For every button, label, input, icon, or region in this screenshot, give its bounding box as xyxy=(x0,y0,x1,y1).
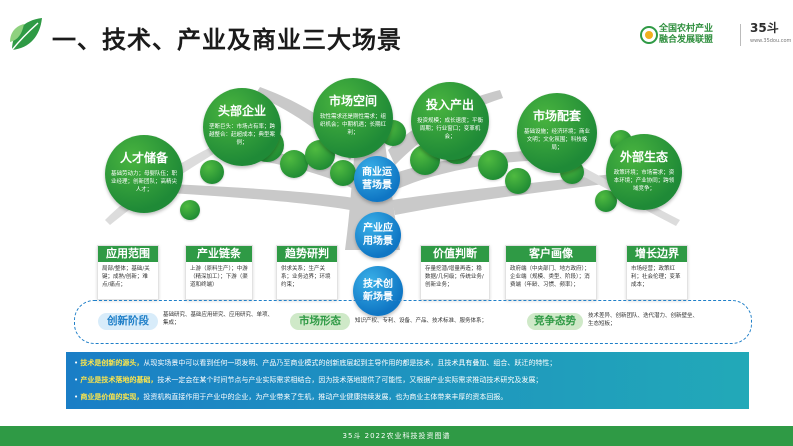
leaf-logo-icon xyxy=(10,18,42,51)
alliance-logo-icon xyxy=(640,26,658,44)
footer-text: 35斗 2022农业科技投资图谱 xyxy=(342,432,451,440)
brand-35-name: 35斗 xyxy=(750,21,779,35)
page-title: 一、技术、产业及商业三大场景 xyxy=(52,26,402,54)
summary-bold: 商业是价值的实现， xyxy=(80,393,144,401)
card-trend-analysis: 趋势研判 供求关系；生产关系；业务边界；环境约束； xyxy=(276,245,338,300)
canopy-desc: 软性需求还是刚性需求；组织机会；中期机遇；长期红利； xyxy=(319,114,386,136)
card-title: 产业链条 xyxy=(186,246,252,262)
canopy-talent: 人才储备 基础劳动力；母婴队伍；职业经理；创新团队；高精尖人才； xyxy=(105,135,183,213)
summary-text: 技术一定会在某个时间节点与产业实际需求相结合，因为技术落地提供了可能性，又根据产… xyxy=(157,376,543,384)
card-body: 存量挖潜/增量再造；稳数据/几何级；传统业务/创新业务； xyxy=(425,266,484,288)
pill-market-form: 市场形态 xyxy=(290,313,350,330)
canopy-title: 人才储备 xyxy=(119,151,168,165)
competition-text: 技术差异、创新团队、迭代潜力、创新壁垒、生态短板； xyxy=(588,313,699,327)
innovation-stage-text: 基础研究、基础应用研究、应用研究、单项、集成； xyxy=(163,312,274,326)
summary-text: 从现实场景中可以看到任何一项发明、产品乃至商业模式的创新底层起到主导作用的都是技… xyxy=(143,359,557,367)
card-customer-profile: 客户画像 政府端（中央部门、地方政府）；企业端（规模、类型、阶段）；消费端（年龄… xyxy=(505,245,597,300)
leaf-ball xyxy=(505,168,531,194)
canopy-market-support: 市场配套 基础设施；经济环境；商业文明；文化氛围；科技格局； xyxy=(517,93,597,173)
leaf-ball xyxy=(180,200,200,220)
card-body: 局部/整体；基础/关键；成熟/创新；难点/痛点； xyxy=(102,266,150,288)
ball-label: 商业运营场景 xyxy=(362,167,392,191)
leaf-ball xyxy=(280,150,308,178)
canopy-market-space: 市场空间 软性需求还是刚性需求；组织机会；中期机遇；长期红利； xyxy=(313,78,393,158)
ball-label: 技术创新场景 xyxy=(363,279,393,303)
card-title: 应用范围 xyxy=(98,246,158,262)
footer-bar xyxy=(0,426,793,446)
card-growth-boundary: 增长边界 市场经营；政策红利；社会伦理；变革成本； xyxy=(626,245,688,300)
leaf-ball xyxy=(478,150,508,180)
card-body: 政府端（中央部门、地方政府）；企业端（规模、类型、阶段）；消费端（年龄、习惯、频… xyxy=(510,266,590,288)
canopy-title: 投入产出 xyxy=(425,98,474,112)
card-value-judgment: 价值判断 存量挖潜/增量再造；稳数据/几何级；传统业务/创新业务； xyxy=(420,245,490,300)
canopy-desc: 政策环境；市场需求；资本环境；产业协同；跨领域竞争； xyxy=(613,170,675,192)
brand-35-url: www.35dou.com xyxy=(750,38,792,44)
card-title: 增长边界 xyxy=(627,246,687,262)
card-body: 市场经营；政策红利；社会伦理；变革成本； xyxy=(631,266,681,288)
brand-35dou: 35斗 www.35dou.com xyxy=(750,22,791,48)
canopy-title: 市场配套 xyxy=(532,109,581,123)
summary-bold: 产业是技术落地的基础， xyxy=(80,376,158,384)
card-industry-chain: 产业链条 上游（原料生产）；中游（精深加工）；下游（渠道和终端） xyxy=(185,245,253,300)
ball-business-scene: 商业运营场景 xyxy=(354,156,400,202)
canopy-desc: 投资规模；成长速度；平衡周期；行业窗口；变革机会； xyxy=(417,118,484,140)
canopy-external-ecology: 外部生态 政策环境；市场需求；资本环境；产业协同；跨领域竞争； xyxy=(606,134,682,210)
canopy-title: 外部生态 xyxy=(619,150,668,164)
canopy-title: 头部企业 xyxy=(217,104,266,118)
brand-line-1: 全国农村产业 xyxy=(659,24,714,34)
brand-line-2: 融合发展联盟 xyxy=(659,35,714,45)
card-application-scope: 应用范围 局部/整体；基础/关键；成熟/创新；难点/痛点； xyxy=(97,245,159,300)
leaf-ball xyxy=(595,190,617,212)
alliance-brand: 全国农村产业 融合发展联盟 xyxy=(659,24,713,46)
card-title: 趋势研判 xyxy=(277,246,337,262)
ball-tech-scene: 技术创新场景 xyxy=(353,266,403,316)
ball-label: 产业应用场景 xyxy=(363,223,393,247)
market-form-text: 知识产权、专利、设备、产品、技术标准、服务体系； xyxy=(355,318,488,324)
leaf-ball xyxy=(330,160,356,186)
canopy-leading-firms: 头部企业 垄断巨头：市场占有率；跨越整合：赶超成本；典型案例； xyxy=(203,88,281,166)
canopy-desc: 基础劳动力；母婴队伍；职业经理；创新团队；高精尖人才； xyxy=(111,171,178,193)
summary-line-2: • 产业是技术落地的基础，技术一定会在某个时间节点与产业实际需求相结合，因为技术… xyxy=(74,376,543,384)
summary-line-1: • 技术是创新的源头，从现实场景中可以看到任何一项发明、产品乃至商业模式的创新底… xyxy=(74,359,557,367)
canopy-title: 市场空间 xyxy=(328,94,377,108)
summary-line-3: • 商业是价值的实现，投资机构直接作用于产业中的企业，为产业带来了生机，推动产业… xyxy=(74,393,508,401)
canopy-input-output: 投入产出 投资规模；成长速度；平衡周期；行业窗口；变革机会； xyxy=(411,82,489,160)
pill-innovation-stage: 创新阶段 xyxy=(98,313,158,330)
ball-industry-scene: 产业应用场景 xyxy=(355,212,401,258)
brand-divider xyxy=(740,24,741,46)
card-title: 客户画像 xyxy=(506,246,596,262)
pill-competition: 竞争态势 xyxy=(527,313,583,330)
canopy-desc: 基础设施；经济环境；商业文明；文化氛围；科技格局； xyxy=(523,129,590,151)
summary-bold: 技术是创新的源头， xyxy=(80,359,144,367)
card-body: 供求关系；生产关系；业务边界；环境约束； xyxy=(281,266,331,288)
summary-text: 投资机构直接作用于产业中的企业，为产业带来了生机，推动产业健康持续发展，也为商业… xyxy=(143,393,508,401)
summary-panel: • 技术是创新的源头，从现实场景中可以看到任何一项发明、产品乃至商业模式的创新底… xyxy=(66,352,749,409)
tech-dimension-box xyxy=(74,300,752,344)
leaf-ball xyxy=(200,160,224,184)
canopy-desc: 垄断巨头：市场占有率；跨越整合：赶超成本；典型案例； xyxy=(209,124,276,146)
card-body: 上游（原料生产）；中游（精深加工）；下游（渠道和终端） xyxy=(190,266,248,288)
card-title: 价值判断 xyxy=(421,246,489,262)
